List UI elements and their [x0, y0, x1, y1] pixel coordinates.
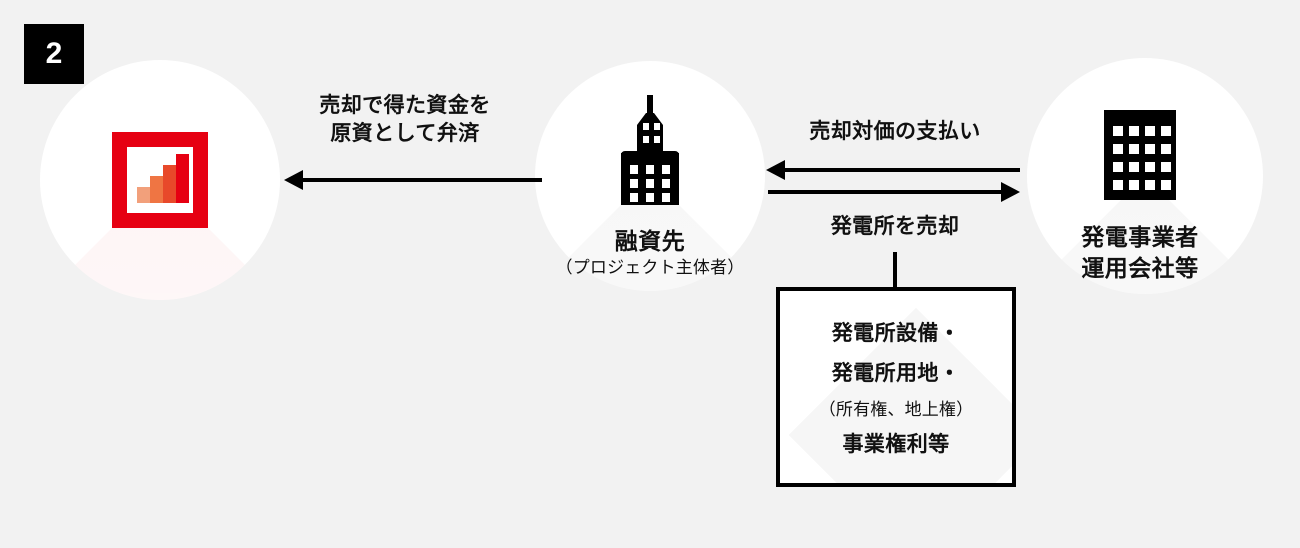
- asset-line-4: 事業権利等: [842, 432, 950, 456]
- repayment-arrow-line: [296, 178, 542, 182]
- plant-sale-arrow-line: [768, 190, 1005, 194]
- repayment-arrow-label: 売却で得た資金を 原資として弁済: [265, 92, 545, 149]
- chart-bar-1: [137, 187, 150, 203]
- asset-line-2: 発電所用地・: [831, 361, 961, 385]
- plant-sale-label-line1: 発電所を売却: [830, 215, 960, 238]
- step-number-text: 2: [45, 37, 63, 70]
- plant-sale-arrow-head: [1001, 182, 1020, 202]
- asset-box: 発電所設備・ 発電所用地・ （所有権、地上権） 事業権利等: [776, 287, 1016, 487]
- asset-line-3: （所有権、地上権）: [818, 399, 974, 419]
- bar-chart-bars: [127, 147, 193, 213]
- asset-line-1: 発電所設備・: [831, 321, 961, 345]
- sale-payment-arrow-label: 売却対価の支払い: [760, 118, 1030, 146]
- repayment-label-line1: 売却で得た資金を: [319, 94, 491, 117]
- chart-bar-4: [176, 153, 189, 203]
- chart-bar-2: [150, 176, 163, 203]
- asset-box-connector: [893, 252, 897, 290]
- repayment-label-line2: 原資として弁済: [330, 122, 480, 146]
- operator-label-sub: 運用会社等: [1081, 255, 1199, 282]
- bar-chart-icon: [112, 132, 208, 228]
- step-number-badge: 2: [24, 24, 84, 84]
- chart-bar-3: [163, 164, 176, 203]
- office-building-icon: [1104, 110, 1176, 200]
- sale-payment-label-line1: 売却対価の支払い: [809, 120, 981, 143]
- borrower-label-main: 融資先: [614, 228, 686, 254]
- sale-payment-arrow-line: [781, 168, 1020, 172]
- skyscraper-icon: [621, 95, 679, 205]
- borrower-label: 融資先 （プロジェクト主体者）: [480, 226, 820, 280]
- sale-payment-arrow-head: [766, 160, 785, 180]
- operator-label-main: 発電事業者: [1081, 224, 1199, 250]
- borrower-label-sub: （プロジェクト主体者）: [555, 258, 745, 278]
- operator-label: 発電事業者 運用会社等: [970, 222, 1300, 284]
- repayment-arrow-head: [284, 170, 303, 190]
- plant-sale-arrow-label: 発電所を売却: [760, 213, 1030, 241]
